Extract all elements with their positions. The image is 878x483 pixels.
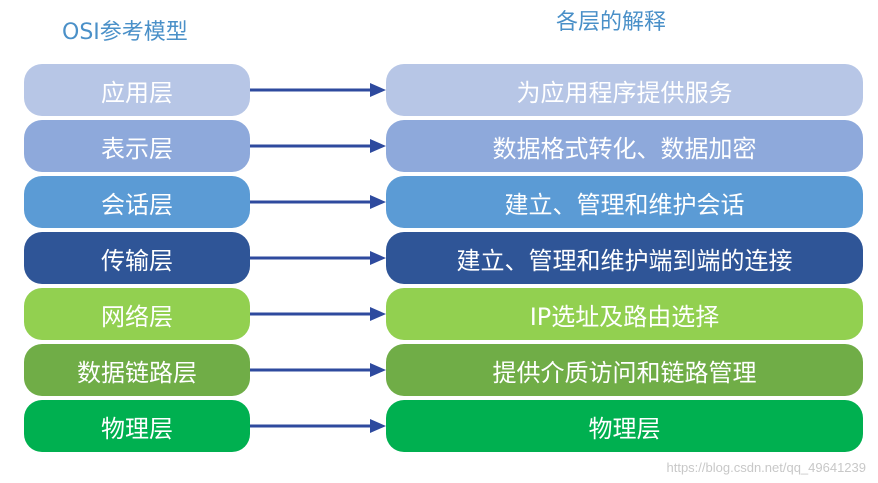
layer-box-physical: 物理层 bbox=[24, 400, 250, 452]
layer-row-network: 网络层 IP选址及路由选择 bbox=[0, 288, 878, 340]
layer-row-application: 应用层 为应用程序提供服务 bbox=[0, 64, 878, 116]
osi-model-heading: OSI参考模型 bbox=[62, 20, 188, 45]
arrow-icon bbox=[250, 83, 386, 97]
desc-box-data-link: 提供介质访问和链路管理 bbox=[386, 344, 863, 396]
desc-box-application: 为应用程序提供服务 bbox=[386, 64, 863, 116]
layer-box-transport: 传输层 bbox=[24, 232, 250, 284]
desc-box-presentation: 数据格式转化、数据加密 bbox=[386, 120, 863, 172]
layer-row-physical: 物理层 物理层 bbox=[0, 400, 878, 452]
layer-row-transport: 传输层 建立、管理和维护端到端的连接 bbox=[0, 232, 878, 284]
arrow-icon bbox=[250, 251, 386, 265]
arrow-icon bbox=[250, 307, 386, 321]
layer-box-data-link: 数据链路层 bbox=[24, 344, 250, 396]
layer-box-session: 会话层 bbox=[24, 176, 250, 228]
arrow-icon bbox=[250, 139, 386, 153]
layer-box-presentation: 表示层 bbox=[24, 120, 250, 172]
layer-box-application: 应用层 bbox=[24, 64, 250, 116]
arrow-icon bbox=[250, 363, 386, 377]
layer-explanation-heading: 各层的解释 bbox=[556, 10, 667, 35]
layer-row-session: 会话层 建立、管理和维护会话 bbox=[0, 176, 878, 228]
desc-box-physical: 物理层 bbox=[386, 400, 863, 452]
watermark: https://blog.csdn.net/qq_49641239 bbox=[666, 460, 867, 475]
layer-box-network: 网络层 bbox=[24, 288, 250, 340]
desc-box-transport: 建立、管理和维护端到端的连接 bbox=[386, 232, 863, 284]
arrow-icon bbox=[250, 419, 386, 433]
desc-box-network: IP选址及路由选择 bbox=[386, 288, 863, 340]
arrow-icon bbox=[250, 195, 386, 209]
layer-row-data-link: 数据链路层 提供介质访问和链路管理 bbox=[0, 344, 878, 396]
desc-box-session: 建立、管理和维护会话 bbox=[386, 176, 863, 228]
layer-row-presentation: 表示层 数据格式转化、数据加密 bbox=[0, 120, 878, 172]
